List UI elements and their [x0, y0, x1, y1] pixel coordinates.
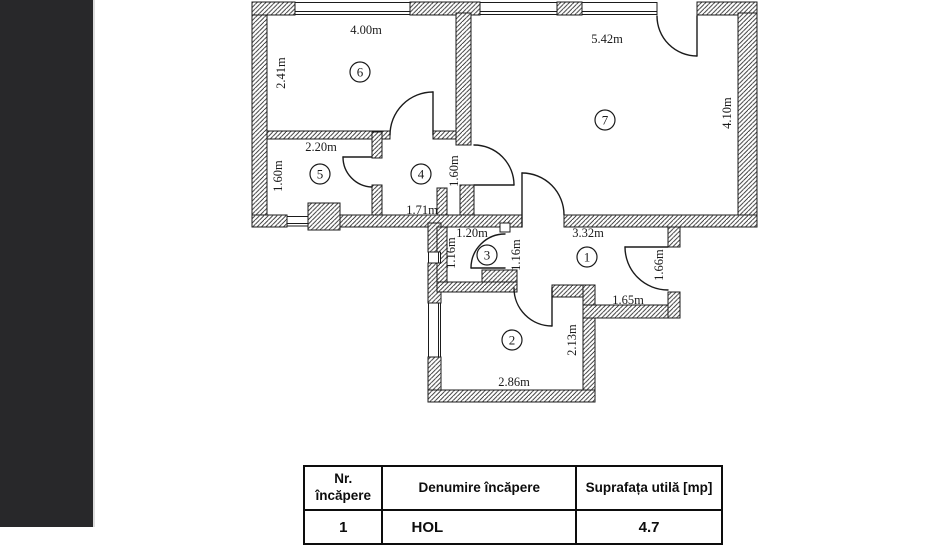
left-dark-panel: [0, 0, 93, 527]
floor-plan: 4.00m 2.41m 5.42m 4.10m 2.20m 1.60m 1.71…: [251, 1, 758, 403]
wall-segment: [432, 130, 457, 140]
cell-nr: 1: [302, 509, 384, 545]
svg-text:7: 7: [602, 113, 609, 128]
window-room2-left-large: [428, 302, 441, 358]
wall-segment: [563, 214, 758, 228]
window-room7-top-right: [581, 2, 658, 15]
wall-segment: [667, 291, 681, 319]
col-header-suprafata: Suprafața utilă [mp]: [575, 465, 723, 511]
dim-room1-door: 1.66m: [652, 249, 666, 281]
svg-text:6: 6: [357, 65, 364, 80]
wall-segment: [459, 184, 475, 216]
door-room6: [389, 91, 434, 136]
wall-segment: [436, 187, 448, 216]
walls: [251, 1, 758, 403]
doors: [342, 15, 698, 327]
dim-room5-width: 2.20m: [305, 140, 337, 154]
dim-room1-bottom: 1.65m: [612, 293, 644, 307]
dim-room7-width: 5.42m: [591, 32, 623, 46]
col-header-nr: Nr. încăpere: [302, 465, 384, 511]
svg-text:4: 4: [418, 167, 425, 182]
door-room5: [342, 156, 373, 188]
dim-room5-height: 1.60m: [271, 160, 285, 192]
window-room7-top-left: [479, 2, 558, 15]
wall-segment: [427, 389, 596, 403]
dim-room3-width: 1.20m: [456, 226, 488, 240]
cell-suprafata: 4.7: [575, 509, 723, 545]
room-number-6: 6: [349, 61, 371, 83]
windows: [286, 2, 658, 358]
wall-segment: [556, 1, 583, 16]
panel-divider: [93, 0, 95, 527]
cell-denumire: HOL: [381, 509, 578, 545]
room-number-2: 2: [501, 329, 523, 351]
wall-segment: [582, 284, 596, 403]
dim-room6-height: 2.41m: [274, 57, 288, 89]
table-row: 1 HOL 4.7: [302, 509, 723, 545]
wall-segment: [696, 1, 758, 16]
door-hol-room7: [521, 172, 565, 228]
window-room2-left-small: [428, 251, 441, 264]
room-number-3: 3: [476, 244, 498, 266]
door-room4-room7: [473, 144, 515, 186]
wall-segment: [455, 12, 472, 146]
room-numbers: 1 2 3 4 5 6 7: [309, 61, 616, 351]
dim-room4-width: 1.71m: [406, 203, 438, 217]
window-room6-top: [294, 2, 411, 15]
dim-room2-width: 2.86m: [498, 375, 530, 389]
room-number-4: 4: [410, 163, 432, 185]
window-room5-bottom: [286, 216, 309, 227]
door-hol-right: [624, 246, 669, 291]
room-number-5: 5: [309, 163, 331, 185]
wall-pillar: [307, 202, 341, 231]
wall-segment: [371, 131, 383, 159]
wall-segment: [667, 226, 681, 248]
wall-segment: [737, 12, 758, 228]
dim-room3-height-right: 1.16m: [509, 239, 523, 271]
wall-segment: [436, 281, 518, 293]
dim-room7-height: 4.10m: [720, 97, 734, 129]
wall-segment: [251, 1, 268, 228]
dim-room6-width: 4.00m: [350, 23, 382, 37]
door-room2: [513, 287, 553, 327]
table-header-row: Nr. încăpere Denumire încăpere Suprafața…: [302, 465, 723, 511]
room-table: Nr. încăpere Denumire încăpere Suprafața…: [302, 465, 723, 545]
col-header-denumire: Denumire încăpere: [381, 465, 578, 511]
dim-room2-height: 2.13m: [565, 324, 579, 356]
room-number-7: 7: [594, 109, 616, 131]
dim-room3-height-left: 1.16m: [444, 237, 458, 269]
room-number-1: 1: [576, 246, 598, 268]
wall-segment: [251, 1, 296, 16]
door-room3: [470, 233, 506, 269]
dim-room4-height: 1.60m: [447, 155, 461, 187]
svg-text:5: 5: [317, 167, 324, 182]
door-entrance-room7: [656, 15, 698, 57]
wall-notch: [499, 222, 511, 233]
dim-room1-width: 3.32m: [572, 226, 604, 240]
svg-text:1: 1: [584, 250, 591, 265]
svg-text:3: 3: [484, 248, 491, 263]
dimension-labels: 4.00m 2.41m 5.42m 4.10m 2.20m 1.60m 1.71…: [271, 23, 734, 389]
wall-segment: [371, 184, 383, 216]
wall-segment: [251, 214, 288, 228]
wall-segment: [551, 284, 584, 298]
svg-text:2: 2: [509, 333, 516, 348]
